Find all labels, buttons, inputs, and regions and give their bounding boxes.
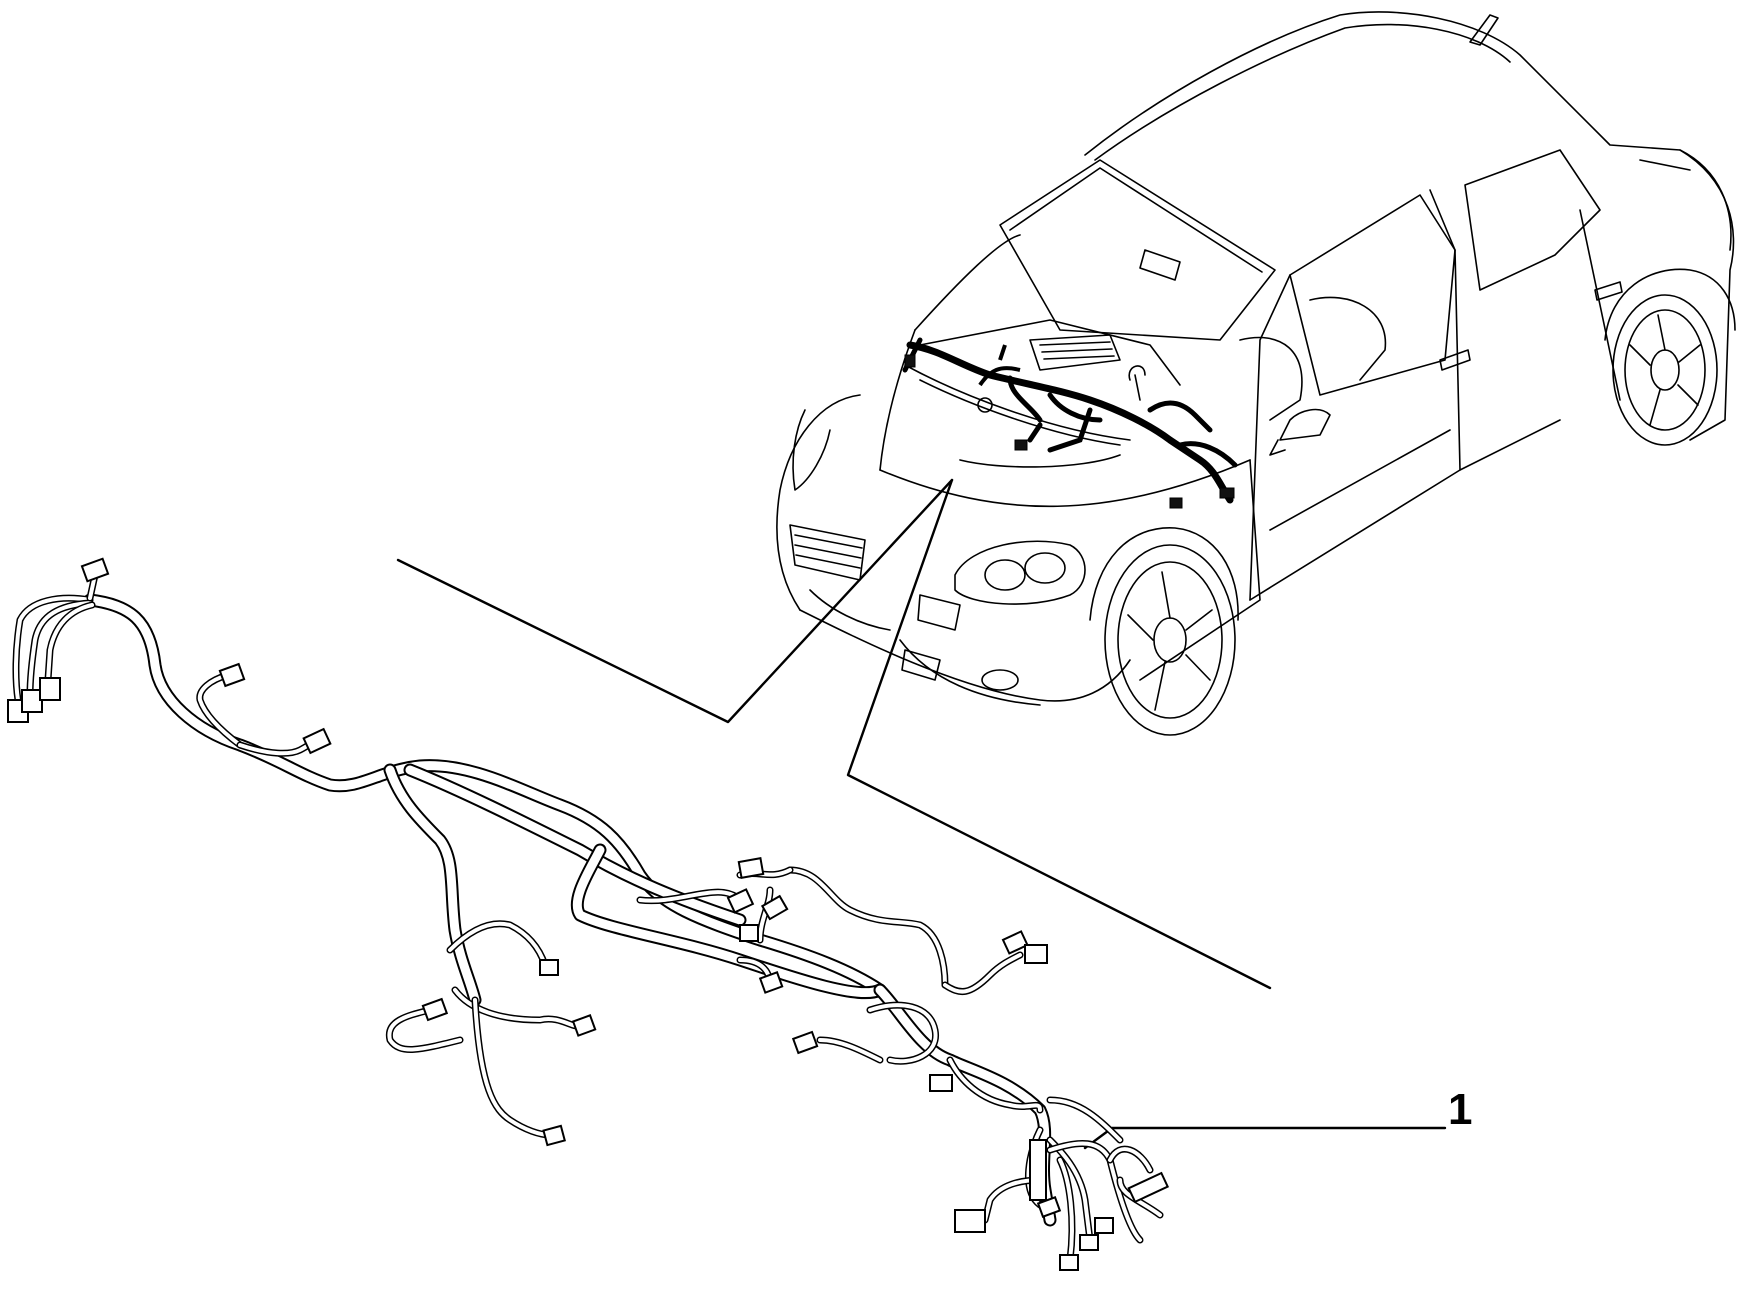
car-illustration — [776, 11, 1736, 736]
harness-in-car — [902, 337, 1238, 509]
callout-1-leader — [1083, 1126, 1447, 1150]
callout-label-1: 1 — [1448, 1085, 1473, 1134]
wiring-harness-1 — [7, 557, 1170, 1271]
harness-connectors — [7, 557, 1170, 1271]
